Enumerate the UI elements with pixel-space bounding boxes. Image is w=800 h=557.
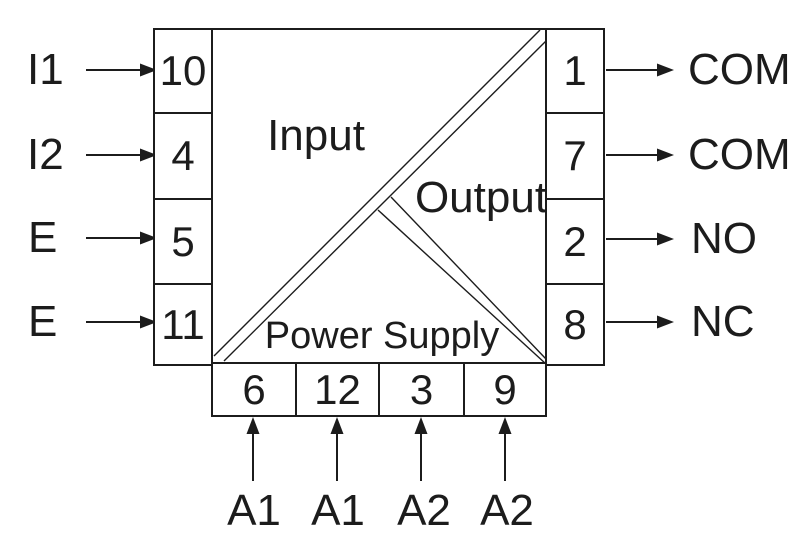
arrow-right-icon bbox=[86, 315, 157, 329]
arrow-up-icon bbox=[498, 417, 512, 481]
arrow-up-icon bbox=[414, 417, 428, 481]
arrow-right-icon bbox=[606, 315, 674, 329]
left-pin-label: I2 bbox=[27, 130, 64, 179]
arrow-right-icon bbox=[86, 148, 157, 162]
bottom-pin-label: A2 bbox=[480, 486, 534, 535]
diagonal-divider bbox=[213, 29, 547, 365]
right-terminal-box: 2 bbox=[545, 198, 605, 285]
terminal-number: 4 bbox=[171, 132, 195, 179]
bottom-terminal-box: 9 bbox=[463, 362, 547, 417]
arrow-right-icon bbox=[86, 231, 157, 245]
arrow-up-icon bbox=[330, 417, 344, 481]
arrow-right-icon bbox=[606, 148, 674, 162]
right-terminal-box: 1 bbox=[545, 28, 605, 114]
arrow-up-icon bbox=[246, 417, 260, 481]
left-terminal-box: 10 bbox=[153, 28, 213, 114]
left-terminal-box: 11 bbox=[153, 283, 213, 366]
region-label-output: Output bbox=[414, 173, 548, 222]
bottom-terminal-box: 12 bbox=[295, 362, 380, 417]
left-pin-label: E bbox=[28, 213, 58, 262]
terminal-number: 8 bbox=[563, 300, 587, 348]
left-pin-label: I1 bbox=[27, 45, 64, 94]
right-terminal-box: 8 bbox=[545, 283, 605, 366]
right-pin-label: COM bbox=[688, 130, 791, 179]
right-pin-label: COM bbox=[688, 45, 791, 94]
terminal-number: 2 bbox=[563, 217, 587, 265]
right-pin-label: NO bbox=[691, 214, 757, 263]
terminal-number: 10 bbox=[159, 47, 207, 94]
terminal-number: 1 bbox=[563, 47, 587, 94]
region-label-input: Input bbox=[267, 111, 365, 160]
bottom-pin-label: A1 bbox=[311, 486, 365, 535]
right-pin-label: NC bbox=[691, 297, 755, 346]
left-terminal-box: 5 bbox=[153, 198, 213, 285]
bottom-terminal-box: 6 bbox=[211, 362, 297, 417]
terminal-number: 12 bbox=[314, 365, 361, 413]
right-terminal-box: 7 bbox=[545, 112, 605, 200]
region-label-power-supply: Power Supply bbox=[264, 315, 500, 357]
terminal-number: 11 bbox=[161, 300, 205, 348]
left-pin-label: E bbox=[28, 297, 58, 346]
arrow-right-icon bbox=[606, 232, 674, 246]
terminal-number: 3 bbox=[409, 365, 434, 413]
arrow-right-icon bbox=[86, 63, 157, 77]
bottom-pin-label: A1 bbox=[227, 486, 281, 535]
left-terminal-box: 4 bbox=[153, 112, 213, 200]
terminal-number: 9 bbox=[493, 365, 517, 413]
arrow-right-icon bbox=[606, 63, 674, 77]
bottom-pin-label: A2 bbox=[397, 486, 451, 535]
terminal-number: 7 bbox=[563, 132, 587, 179]
terminal-number: 5 bbox=[171, 217, 195, 265]
bottom-terminal-box: 3 bbox=[378, 362, 465, 417]
terminal-number: 6 bbox=[242, 365, 266, 413]
